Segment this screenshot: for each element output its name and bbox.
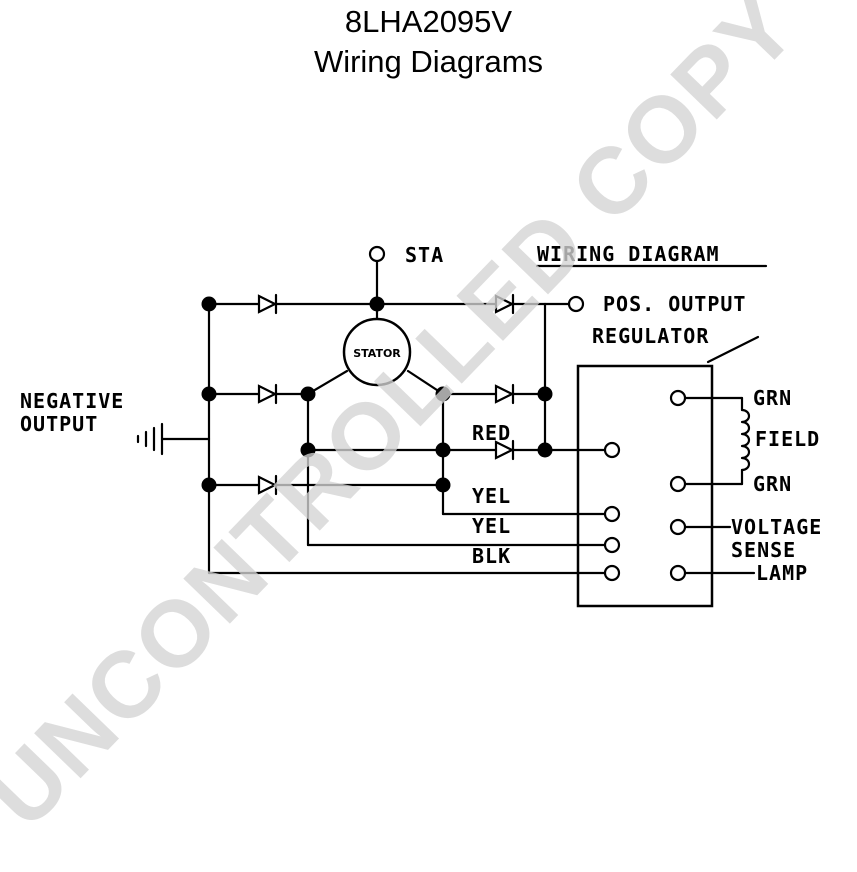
- uncontrolled-copy-watermark: UNCONTROLLED COPY: [0, 0, 817, 847]
- regulator-yel-terminal-2: [603, 536, 621, 554]
- diode-mid-right: [494, 383, 515, 405]
- diagram-subtitle: Wiring Diagrams: [313, 44, 544, 79]
- lamp-label: LAMP: [756, 561, 808, 585]
- regulator-pointer: [706, 335, 760, 364]
- regulator-red-terminal: [603, 441, 621, 459]
- diode-bottom-left: [257, 474, 278, 496]
- stator-circle: [342, 317, 412, 387]
- wiring-diagram-heading: WIRING DIAGRAM: [537, 242, 720, 266]
- yel-wire-label-2: YEL: [472, 514, 511, 538]
- regulator-blk-terminal: [603, 564, 621, 582]
- sense-label: SENSE: [731, 538, 796, 562]
- field-coil: [740, 408, 751, 472]
- sta-label: STA: [405, 243, 444, 267]
- red-wire-label: RED: [472, 421, 511, 445]
- regulator-lamp-terminal: [669, 564, 687, 582]
- regulator-grn-terminal-1: [669, 389, 687, 407]
- regulator-grn-terminal-2: [669, 475, 687, 493]
- field-label: FIELD: [755, 427, 820, 451]
- diode-top-left: [257, 293, 278, 315]
- grn-label-1: GRN: [753, 386, 792, 410]
- junction-dots: [201, 296, 553, 493]
- regulator-voltage-sense-terminal: [669, 518, 687, 536]
- diode-mid-left: [257, 383, 278, 405]
- regulator-box: [576, 364, 714, 608]
- grn-label-2: GRN: [753, 472, 792, 496]
- pos-output-terminal: [567, 295, 585, 313]
- diode-top-right: [494, 293, 515, 315]
- regulator-label: REGULATOR: [592, 324, 709, 348]
- pos-output-label: POS. OUTPUT: [603, 292, 746, 316]
- regulator-yel-terminal-1: [603, 505, 621, 523]
- output-label: OUTPUT: [20, 412, 98, 436]
- stator-left-leg: [306, 369, 349, 396]
- negative-label: NEGATIVE: [20, 389, 124, 413]
- stator-label: STATOR: [353, 347, 401, 360]
- sta-terminal: [368, 245, 386, 263]
- diode-red-line: [494, 439, 515, 461]
- blk-wire-label: BLK: [472, 544, 511, 568]
- ground-symbol: [136, 422, 164, 456]
- voltage-label: VOLTAGE: [731, 515, 822, 539]
- diagram-model-title: 8LHA2095V: [344, 4, 513, 39]
- yel-wire-label-1: YEL: [472, 484, 511, 508]
